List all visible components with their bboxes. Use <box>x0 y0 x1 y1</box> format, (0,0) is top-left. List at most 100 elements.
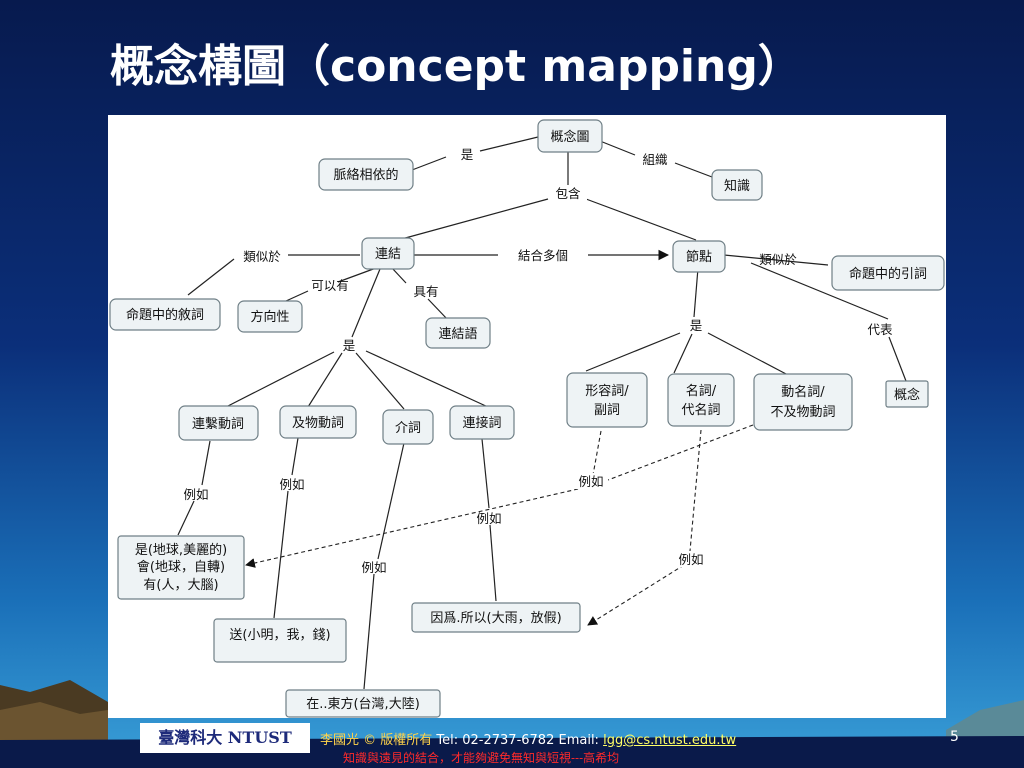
node-label: 連結 <box>375 247 401 262</box>
edge-line <box>365 350 489 408</box>
node-ex-trans: 送(小明，我，錢) <box>213 618 347 663</box>
node-label: 會(地球，自轉) <box>137 560 225 575</box>
edge-label: 是 <box>461 147 474 162</box>
node-label: 有(人，大腦) <box>143 578 218 593</box>
node-label: 知識 <box>724 178 750 194</box>
email-link[interactable]: lgg@cs.ntust.edu.tw <box>603 733 737 748</box>
node-gerund-intrans: 動名詞/ 不及物動詞 <box>753 373 853 431</box>
edge-line <box>707 332 789 376</box>
footer-author: 李國光 © 版權所有 <box>320 733 433 748</box>
node-label: 形容詞/ <box>585 383 629 399</box>
edge-line <box>351 268 381 338</box>
edge-line <box>481 438 490 509</box>
node-label: 方向性 <box>250 309 289 325</box>
edge-label: 類似於 <box>759 252 797 267</box>
edge-labels: 是 組織 包含 類似於 結合多個 類似於 可以有 具有 是 是 代表 例如 例如… <box>183 147 893 575</box>
node-ex-conj: 因爲.所以(大雨，放假) <box>411 602 581 633</box>
edge-line <box>427 298 449 321</box>
node-label: 送(小明，我，錢) <box>229 627 330 643</box>
edge-line-dashed <box>587 564 685 626</box>
edge-line <box>489 524 497 602</box>
node-label: 節點 <box>686 250 712 265</box>
node-label: 概念圖 <box>550 129 589 145</box>
edge-line <box>225 351 335 408</box>
edge-label: 例如 <box>361 560 386 575</box>
node-ex-prep: 在..東方(台灣,大陸) <box>285 689 441 718</box>
edge-label: 是 <box>343 338 356 353</box>
diagram-canvas: 是 組織 包含 類似於 結合多個 類似於 可以有 具有 是 是 代表 例如 例如… <box>109 119 945 718</box>
node-noun-pronoun: 名詞/ 代名詞 <box>667 373 735 427</box>
edge-line <box>363 573 375 690</box>
node-label: 連繫動詞 <box>192 417 244 432</box>
edge-line <box>674 162 713 178</box>
edge-line <box>355 352 405 410</box>
edge-label: 例如 <box>183 487 208 502</box>
concept-map-diagram: 是 組織 包含 類似於 結合多個 類似於 可以有 具有 是 是 代表 例如 例如… <box>108 115 946 718</box>
edge-line <box>585 332 681 372</box>
edge-label: 可以有 <box>311 278 349 293</box>
edge-line <box>273 490 289 619</box>
footer-contact: 李國光 © 版權所有 Tel: 02-2737-6782 Email: lgg@… <box>320 729 736 748</box>
edge-label: 是 <box>690 318 703 333</box>
edge-label: 例如 <box>578 474 603 489</box>
edge-line-dashed <box>689 429 702 552</box>
node-ex-copula: 是(地球,美麗的) 會(地球，自轉) 有(人，大腦) <box>117 535 245 600</box>
node-link-word: 連結語 <box>425 317 491 349</box>
edge-line-dashed <box>607 424 754 481</box>
edge-line <box>285 290 309 302</box>
node-conjunction: 連接詞 <box>449 405 515 440</box>
node-label: 代名詞 <box>681 402 720 418</box>
slide-title: 概念構圖（concept mapping） <box>110 41 802 92</box>
node-label: 及物動詞 <box>292 416 344 431</box>
edge-label-bg <box>674 551 708 567</box>
edge-label: 結合多個 <box>518 248 568 263</box>
node-trans-verb: 及物動詞 <box>279 405 357 439</box>
edge-line <box>723 254 829 266</box>
node-preposition: 介詞 <box>382 409 434 445</box>
edge-label: 代表 <box>867 322 893 337</box>
edge-line <box>750 262 889 320</box>
node-label: 連結語 <box>438 326 477 342</box>
node-context-dependent: 脈絡相依的 <box>318 158 414 191</box>
edge-line <box>673 333 693 374</box>
edge-label: 類似於 <box>243 249 281 264</box>
node-label: 不及物動詞 <box>770 405 835 420</box>
node-node: 節點 <box>672 240 726 273</box>
node-label: 概念 <box>894 387 920 403</box>
node-prop-predicate: 命題中的敘詞 <box>109 298 221 331</box>
node-label: 在..東方(台灣,大陸) <box>306 696 420 712</box>
edge-line <box>377 442 405 560</box>
edge-label: 例如 <box>476 511 501 526</box>
edge-line <box>599 140 636 156</box>
edge-line <box>585 198 697 241</box>
node-copula: 連繫動詞 <box>178 405 259 441</box>
edge-line <box>391 267 407 284</box>
edge-label: 例如 <box>678 552 703 567</box>
edge-line-dashed <box>245 488 579 568</box>
edge-line <box>201 440 211 486</box>
node-label: 連接詞 <box>462 415 501 431</box>
node-adj-adv: 形容詞/ 副詞 <box>566 372 648 428</box>
node-label: 介詞 <box>395 421 421 436</box>
university-logo: 臺灣科大 NTUST <box>140 723 310 753</box>
node-label: 命題中的引詞 <box>849 266 927 282</box>
edge-line <box>291 437 299 476</box>
node-prop-argument: 命題中的引詞 <box>831 255 945 291</box>
edge-label: 例如 <box>279 477 304 492</box>
node-concept: 概念 <box>885 380 929 408</box>
node-label: 因爲.所以(大雨，放假) <box>430 611 561 626</box>
edge-line <box>888 336 907 382</box>
page-number: 5 <box>950 729 959 745</box>
node-direction: 方向性 <box>237 300 303 333</box>
footer-quote: 知識與遠見的結合，才能夠避免無知與短視---高希均 <box>343 751 620 765</box>
node-label: 命題中的敘詞 <box>126 307 204 323</box>
node-label: 副詞 <box>594 403 620 418</box>
edge-label-bg <box>551 185 587 201</box>
footer-tel: Tel: 02-2737-6782 Email: <box>436 733 604 748</box>
edge-line <box>177 500 195 536</box>
solid-connectors <box>177 136 907 690</box>
node-concept-map: 概念圖 <box>537 119 603 153</box>
edge-line <box>337 267 377 283</box>
node-label: 脈絡相依的 <box>333 167 398 183</box>
edge-line <box>187 258 235 296</box>
